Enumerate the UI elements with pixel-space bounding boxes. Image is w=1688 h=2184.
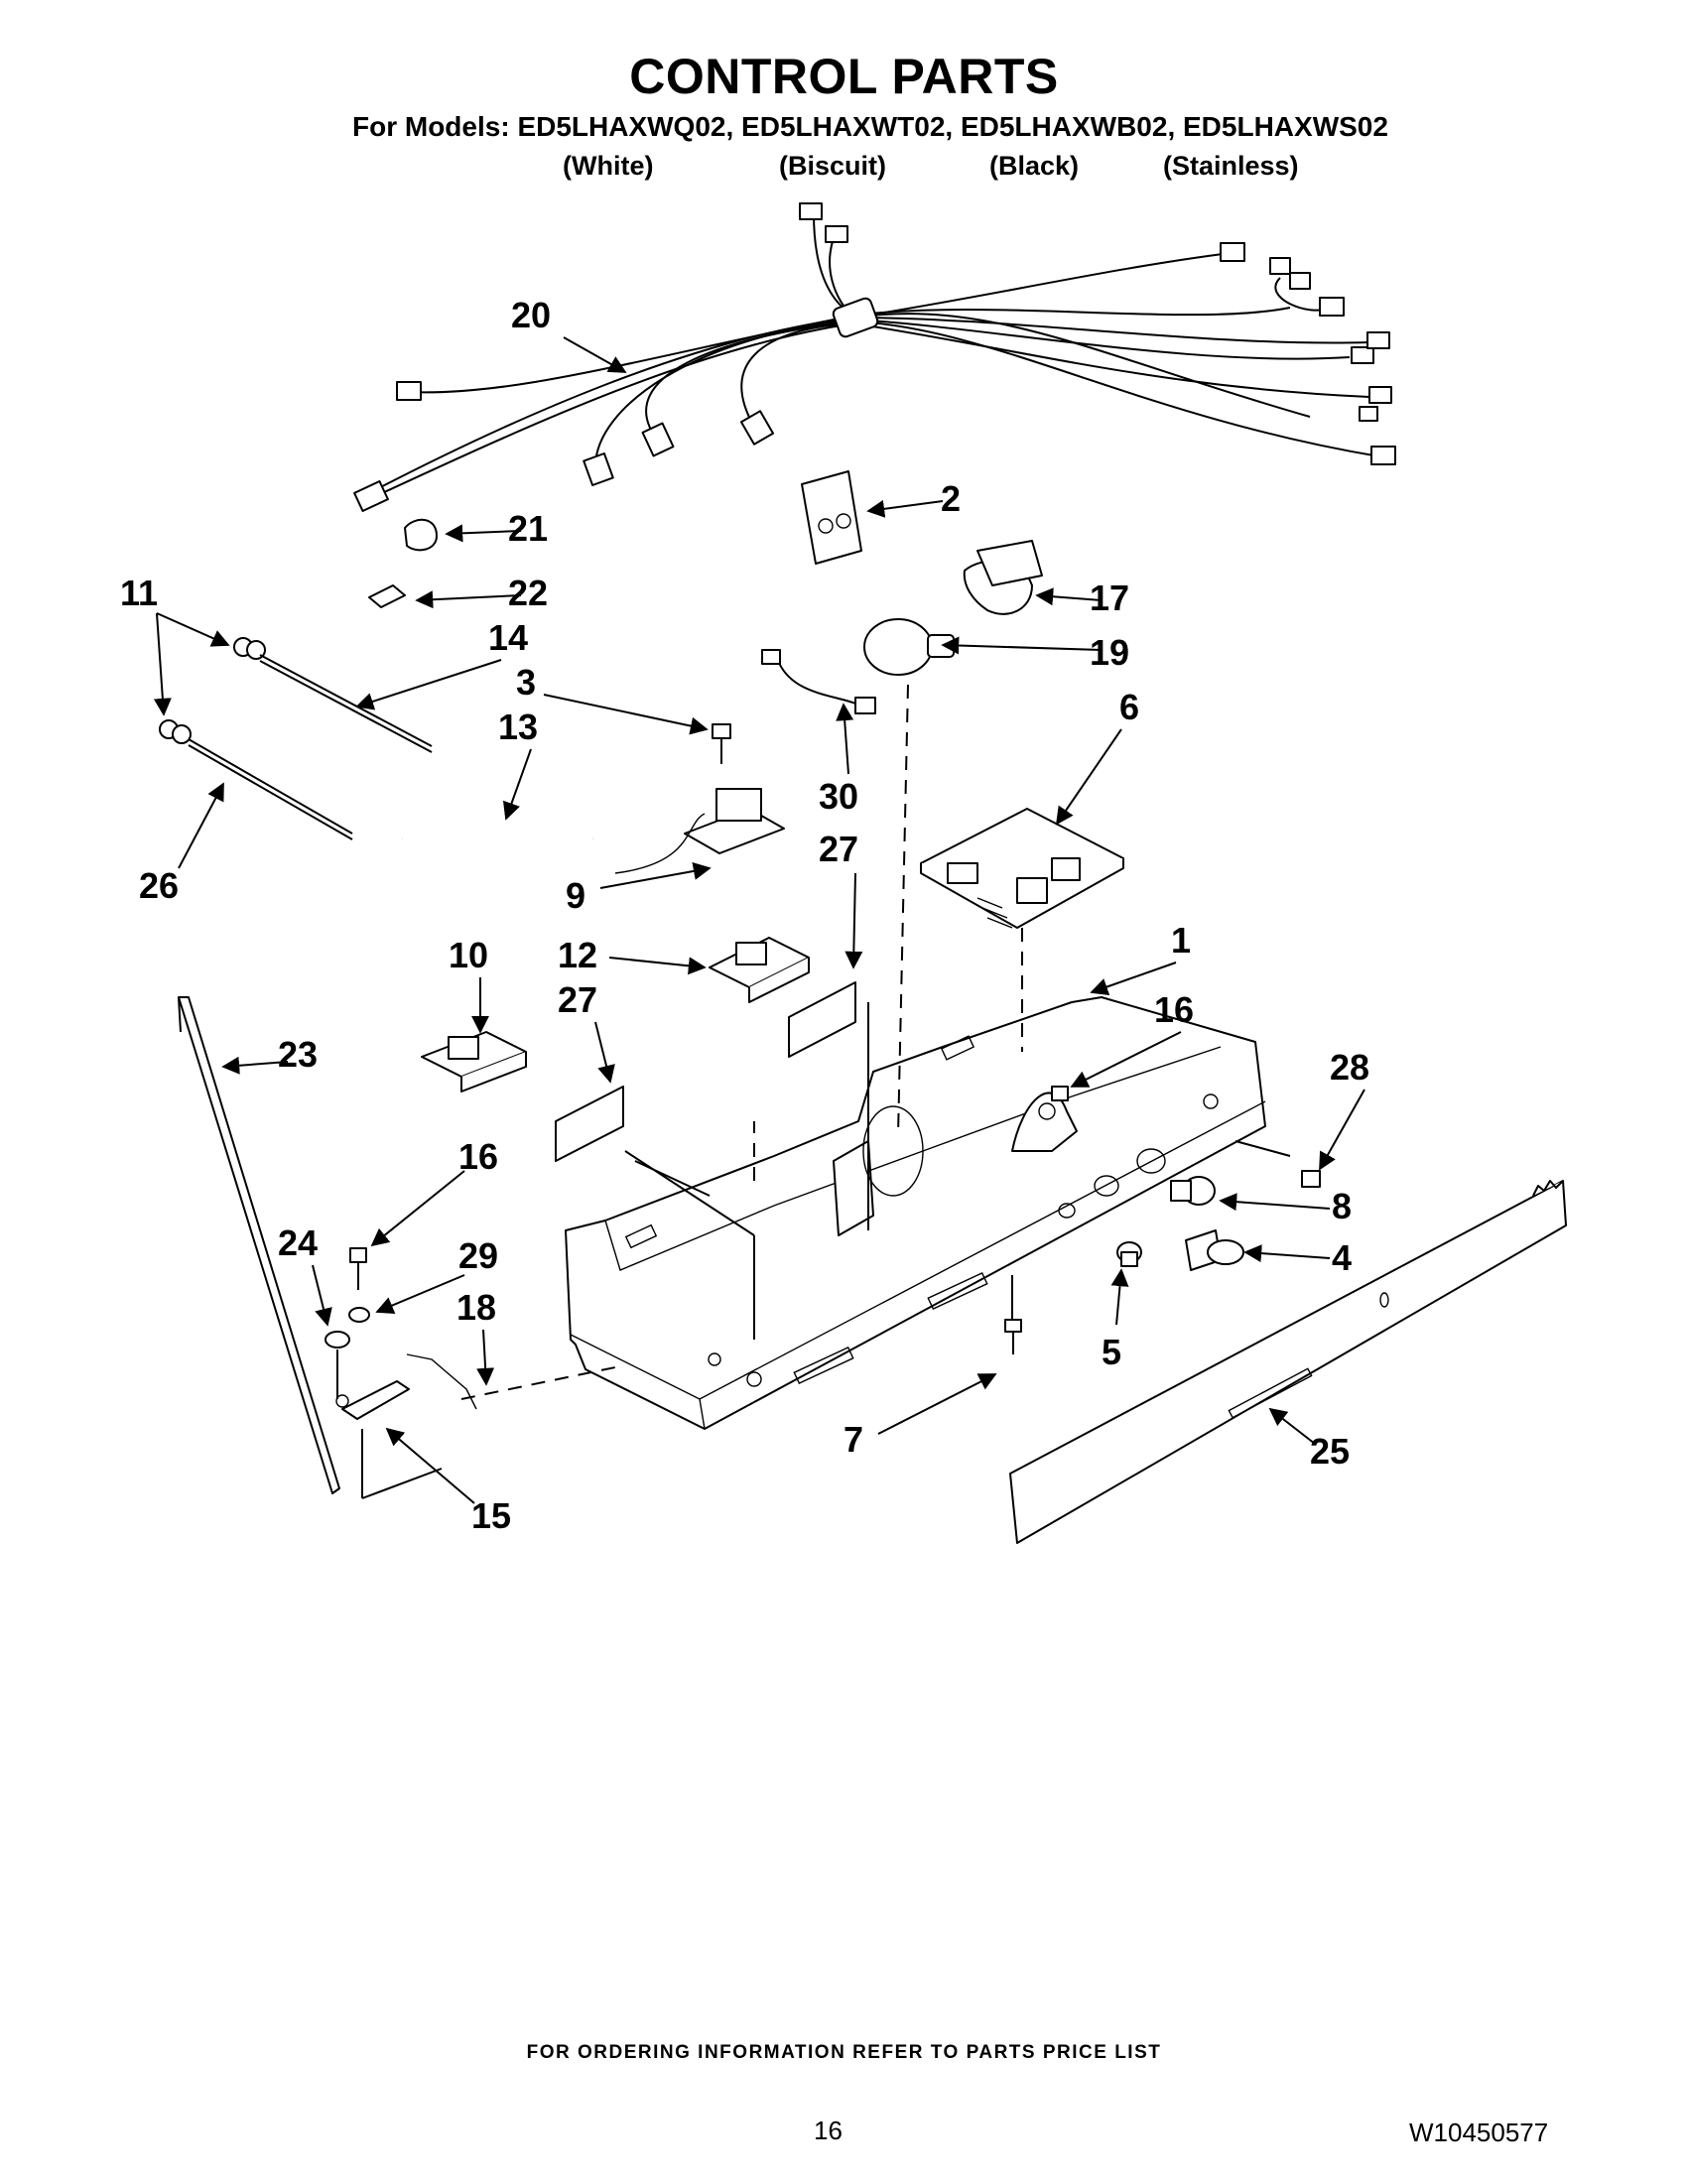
clip-part [368, 518, 438, 608]
label-part [555, 981, 856, 1162]
light-bulb-part [863, 618, 955, 676]
rod-part [178, 996, 340, 1494]
callout-3: 3 [516, 662, 536, 703]
callout-5: 5 [1102, 1332, 1121, 1372]
insulation-block-part [801, 470, 862, 565]
variant-stainless: (Stainless) [1163, 151, 1299, 181]
page-number: 16 [814, 2116, 843, 2145]
callout-11: 11 [120, 573, 158, 613]
callout-13: 13 [498, 707, 538, 747]
models-line: For Models: ED5LHAXWQ02, ED5LHAXWT02, ED… [352, 111, 1388, 142]
hinge-part [325, 1247, 477, 1420]
variant-white: (White) [563, 151, 654, 181]
callout-16: 16 [1154, 989, 1194, 1030]
control-board-part [920, 808, 1124, 929]
callout-27: 27 [558, 979, 597, 1020]
callout-30: 30 [819, 776, 858, 817]
callout-24: 24 [278, 1222, 318, 1263]
variant-biscuit: (Biscuit) [779, 151, 886, 181]
wire-harness-part [353, 202, 1396, 512]
callout-25: 25 [1310, 1431, 1350, 1472]
callout-27: 27 [819, 829, 858, 869]
callout-29: 29 [458, 1235, 498, 1276]
document-id: W10450577 [1409, 2118, 1549, 2147]
callout-15: 15 [471, 1495, 511, 1536]
thermostat-part [614, 788, 785, 874]
wire-part [761, 649, 876, 714]
callout-22: 22 [508, 573, 548, 613]
page-title: CONTROL PARTS [629, 49, 1059, 104]
callout-4: 4 [1332, 1237, 1352, 1278]
control-housing-part [565, 996, 1266, 1430]
callout-10: 10 [449, 935, 488, 975]
callout-9: 9 [566, 875, 585, 916]
alignment-lines [361, 684, 1291, 1499]
tube-part [159, 637, 594, 841]
callout-16: 16 [458, 1136, 498, 1177]
callout-21: 21 [508, 508, 548, 549]
callout-8: 8 [1332, 1186, 1352, 1226]
callout-12: 12 [558, 935, 597, 975]
callout-19: 19 [1090, 632, 1129, 673]
screw-part [712, 723, 731, 764]
callout-14: 14 [488, 617, 528, 658]
front-trim-part [1009, 1180, 1567, 1544]
ordering-note: FOR ORDERING INFORMATION REFER TO PARTS … [526, 2042, 1162, 2063]
bracket-part [421, 937, 810, 1092]
callout-1: 1 [1171, 920, 1191, 961]
hardware-part [1004, 1086, 1321, 1354]
callout-7: 7 [844, 1419, 863, 1460]
callout-17: 17 [1090, 578, 1129, 618]
callout-2: 2 [941, 478, 961, 519]
variant-black: (Black) [989, 151, 1080, 181]
leader-lines [153, 336, 1365, 1504]
light-socket-part [963, 540, 1043, 615]
callout-6: 6 [1119, 687, 1139, 727]
callout-26: 26 [139, 865, 179, 906]
callout-23: 23 [278, 1034, 318, 1075]
callout-20: 20 [511, 295, 551, 335]
callout-18: 18 [456, 1287, 496, 1328]
callout-28: 28 [1330, 1047, 1369, 1088]
